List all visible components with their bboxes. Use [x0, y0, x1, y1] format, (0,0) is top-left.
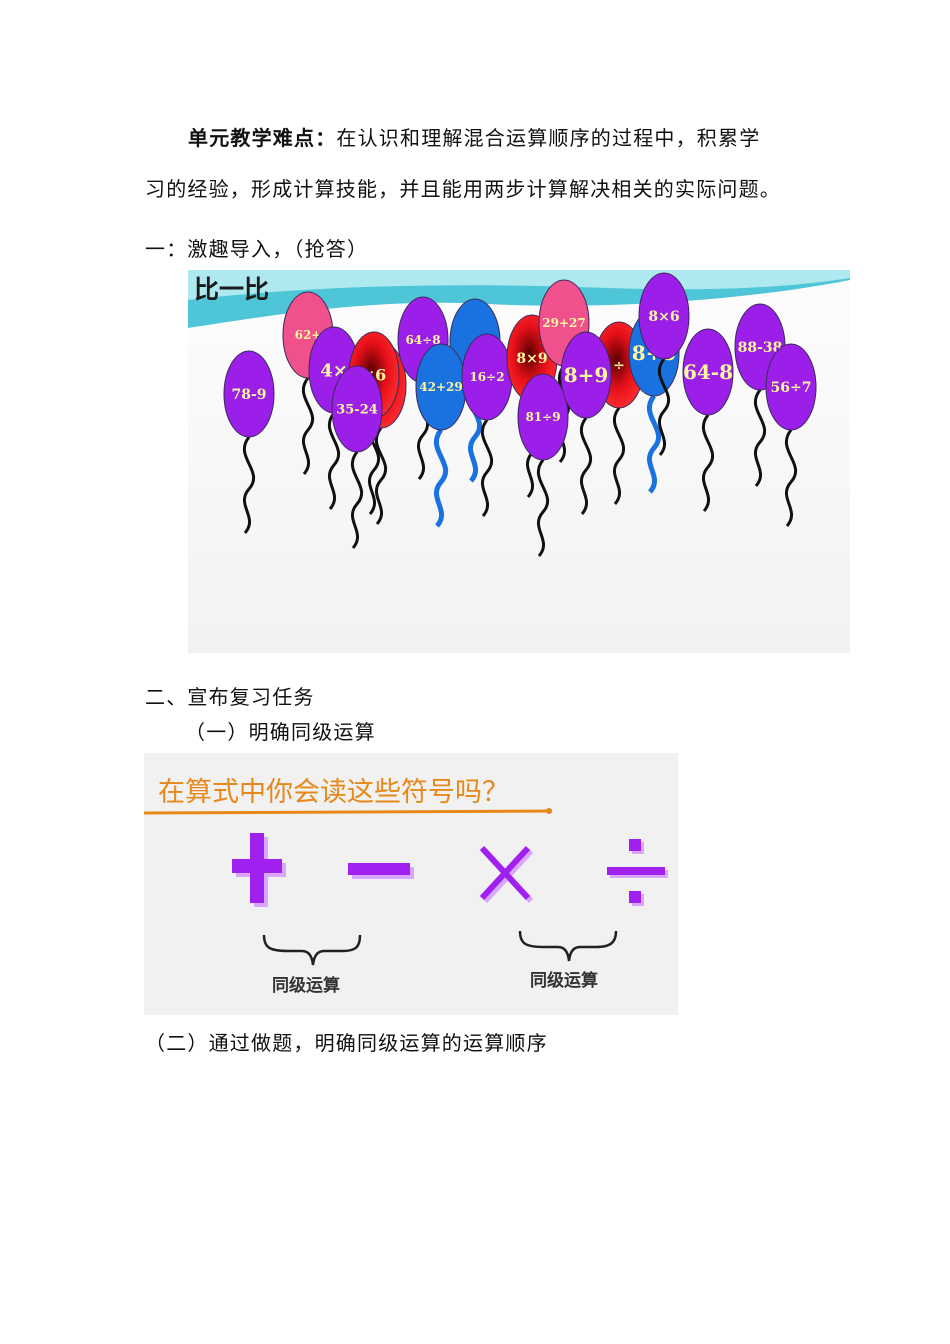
- section2-heading: 二、宣布复习任务: [145, 685, 315, 709]
- balloon-string: [784, 429, 798, 527]
- balloon-body: [560, 331, 612, 419]
- balloon-body: [638, 272, 690, 360]
- right-group-brace: [518, 930, 618, 962]
- balloon-layer: 62+78-94××635-2464÷842+2916÷28×929+2781÷…: [223, 272, 817, 557]
- times-symbol-icon: [479, 845, 534, 904]
- symbols-figure-svg: 在算式中你会读这些符号吗？: [144, 777, 668, 996]
- group-label-right: 同级运算: [530, 970, 598, 991]
- balloon-figure-svg: 比一比 62+78-94××635-2464÷842+2916÷28×929+2…: [188, 270, 850, 557]
- balloon-body: [517, 373, 569, 461]
- balloon-string: [301, 377, 315, 475]
- balloon-label: 29+27: [542, 316, 585, 330]
- balloon-label: 8×9: [516, 351, 547, 367]
- minus-symbol-icon: [348, 863, 414, 879]
- banner-wave-light: [188, 270, 850, 300]
- balloon-label: 8×6: [648, 309, 679, 325]
- balloon-string: [612, 407, 626, 505]
- balloon-label: 35-24: [336, 403, 378, 418]
- balloon-label: 78-9: [231, 387, 266, 403]
- balloon-label: 62+: [295, 328, 322, 342]
- balloon-label: 81÷9: [525, 410, 560, 424]
- balloon-body: [331, 365, 383, 453]
- balloon: 42+29: [415, 343, 467, 528]
- balloon: 81÷9: [517, 373, 569, 557]
- balloon-string: [350, 451, 364, 549]
- balloon-label: ÷: [613, 358, 625, 374]
- balloon: 16÷2: [461, 333, 513, 517]
- balloon-string: [433, 428, 449, 528]
- difficulty-paragraph-line1: 单元教学难点：在认识和理解混合运算顺序的过程中，积累学: [188, 122, 760, 151]
- difficulty-label: 单元教学难点：: [188, 126, 337, 150]
- balloon-string: [480, 419, 494, 517]
- balloon: 8+9: [560, 331, 612, 515]
- balloon-string: [374, 427, 388, 525]
- divide-symbol-icon: [607, 839, 668, 906]
- balloon-string: [657, 358, 671, 456]
- balloon-string: [701, 414, 715, 512]
- balloon-string: [242, 436, 256, 534]
- balloon: 56÷7: [765, 343, 817, 527]
- balloon: 78-9: [223, 350, 275, 534]
- group-label-left: 同级运算: [272, 975, 340, 996]
- balloon-string: [327, 412, 341, 510]
- plus-symbol-icon: [232, 833, 286, 907]
- section1-heading: 一：激趣导入，（抢答）: [145, 237, 369, 261]
- balloon-label: 42+29: [419, 380, 462, 394]
- title-underline: [144, 809, 553, 815]
- balloon-label: 64-8: [683, 360, 733, 384]
- balloon-label: 8+9: [564, 363, 609, 387]
- balloon-string: [579, 417, 593, 515]
- balloon-label: 88-38: [738, 340, 783, 356]
- balloon-string: [753, 389, 767, 487]
- balloon-string: [536, 459, 550, 557]
- section2-sub2-heading: （二）通过做题，明确同级运算的运算顺序: [145, 1031, 548, 1055]
- difficulty-text: 在认识和理解混合运算顺序的过程中，积累学: [336, 126, 761, 150]
- balloon: 35-24: [331, 365, 383, 549]
- balloon-label: 16÷2: [469, 370, 504, 384]
- symbols-figure: 在算式中你会读这些符号吗？: [144, 753, 678, 1015]
- balloon-label: 56÷7: [771, 380, 812, 396]
- balloon-label: 64÷8: [405, 333, 440, 347]
- symbols-title: 在算式中你会读这些符号吗？: [158, 777, 509, 808]
- balloon-body: [682, 328, 734, 416]
- left-group-brace: [262, 934, 362, 966]
- underline-dot: [546, 808, 552, 814]
- balloon: 8×6: [638, 272, 690, 456]
- difficulty-paragraph-line2: 习的经验，形成计算技能，并且能用两步计算解决相关的实际问题。: [145, 177, 781, 201]
- balloon-body: [223, 350, 275, 438]
- balloon-string: [646, 394, 662, 494]
- balloon-body: [765, 343, 817, 431]
- section2-sub1-heading: （一）明确同级运算: [185, 720, 376, 744]
- balloon: 64-8: [682, 328, 734, 512]
- banner-title: 比一比: [194, 275, 269, 304]
